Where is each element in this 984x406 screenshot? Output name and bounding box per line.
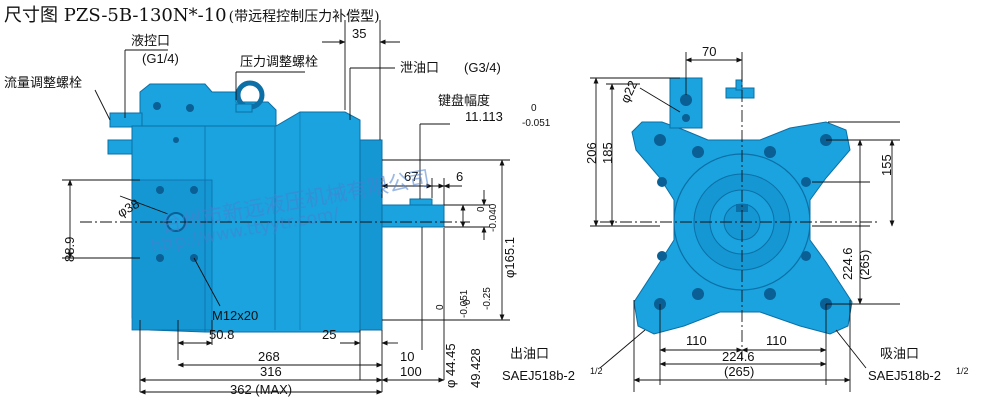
dim-265-vertical: (265)	[857, 250, 872, 280]
dim-70: 70	[702, 44, 716, 59]
d49-tol-upper: 0	[462, 299, 473, 305]
dim-6: 6	[456, 169, 463, 184]
phi44-tol-lower: -0.051	[459, 289, 470, 318]
dim-m12: M12x20	[212, 308, 258, 323]
dim-25: 25	[322, 327, 336, 342]
label-drain-port-size: (G3/4)	[464, 60, 501, 75]
dim-88-9: 88.9	[62, 237, 77, 262]
flow-screw	[109, 112, 143, 128]
title-main: 尺寸图 PZS-5B-130N*-10	[4, 5, 227, 26]
dim-49-428: 49.428	[468, 348, 483, 388]
dim-155: 155	[879, 154, 894, 176]
front-view-labels: 70 φ22 206 185 155 224.6 (265) 110 110 2…	[502, 44, 969, 383]
label-inlet-spec: SAEJ518b-2	[868, 368, 941, 383]
dim-67: 67	[404, 169, 418, 184]
shaft-tol-upper: 0	[476, 206, 487, 212]
label-outlet-port: 出油口	[510, 347, 549, 362]
label-inlet-port: 吸油口	[880, 347, 919, 362]
dim-phi44: φ 44.45	[443, 343, 458, 388]
key-width-tol-lower: -0.051	[522, 118, 551, 129]
label-inlet-sup: 1/2	[956, 366, 969, 376]
dim-110-left: 110	[686, 333, 707, 348]
shaft-tol-lower: -0.040	[488, 203, 499, 232]
phi44-tol-upper: 0	[435, 304, 446, 310]
dim-316: 316	[260, 364, 282, 379]
dim-phi22: φ22	[617, 78, 640, 105]
label-pilot-port: 液控口	[131, 34, 170, 49]
label-drain-port: 泄油口	[400, 61, 439, 76]
label-flow-screw: 流量调整螺栓	[4, 76, 82, 91]
dim-268: 268	[258, 349, 280, 364]
dim-110-right: 110	[766, 333, 787, 348]
dim-35: 35	[352, 26, 366, 41]
shaft	[381, 204, 445, 228]
dim-50-8: 50.8	[209, 327, 234, 342]
title-subtitle: (带远程控制压力补偿型)	[228, 9, 380, 25]
side-view-lines	[62, 20, 510, 395]
dim-185: 185	[600, 142, 615, 164]
mount-flange	[359, 139, 383, 331]
dim-10: 10	[400, 349, 414, 364]
key-width-value: 11.113	[465, 109, 503, 124]
label-key-width: 键盘幅度	[438, 93, 490, 109]
label-pilot-port-size: (G1/4)	[142, 51, 179, 66]
d49-tol-lower: -0.25	[482, 287, 493, 310]
front-view-lines	[590, 52, 900, 392]
label-outlet-sup: 1/2	[590, 366, 603, 376]
dim-phi165: φ165.1	[502, 237, 517, 278]
dim-265-horizontal: (265)	[724, 364, 754, 379]
label-outlet-spec: SAEJ518b-2	[502, 368, 575, 383]
label-pressure-screw: 压力调整螺栓	[240, 55, 318, 70]
dim-362: 362 (MAX)	[230, 382, 292, 397]
dim-224-6-horizontal: 224.6	[722, 349, 755, 364]
page-title: 尺寸图 PZS-5B-130N*-10(带远程控制压力补偿型)	[4, 1, 380, 27]
dim-206: 206	[584, 142, 599, 164]
key-width-tol-upper: 0	[531, 103, 537, 114]
dim-100: 100	[400, 364, 422, 379]
dim-224-6-vertical: 224.6	[840, 247, 855, 280]
side-view-labels: 液控口 (G1/4) 压力调整螺栓 流量调整螺栓 泄油口 (G3/4) 键盘幅度…	[4, 26, 551, 397]
